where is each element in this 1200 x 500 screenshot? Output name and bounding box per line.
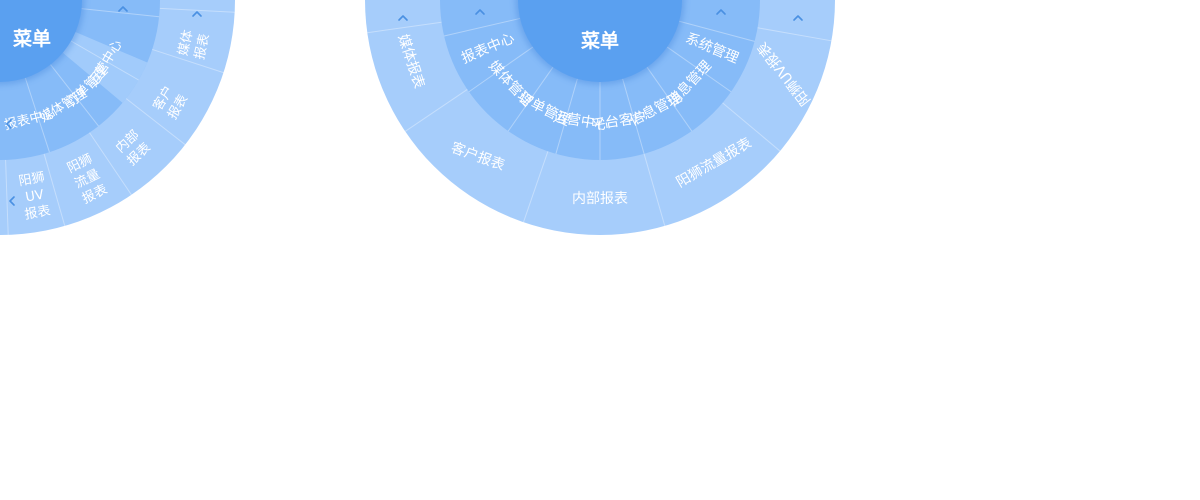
chevron-left-icon[interactable]	[9, 196, 15, 206]
segment-divider	[152, 48, 224, 74]
outer-item[interactable]: 媒体报表	[176, 29, 213, 62]
center-title-right: 菜单	[580, 29, 619, 52]
segment-divider	[70, 40, 139, 81]
chevron-left-icon[interactable]	[6, 119, 12, 129]
segment-divider	[24, 77, 50, 153]
chevron-up-icon[interactable]	[716, 9, 726, 15]
segment-divider	[523, 151, 549, 223]
segment-divider	[367, 21, 442, 34]
segment-divider	[5, 159, 9, 235]
segment-divider	[404, 89, 468, 132]
segment-divider	[757, 27, 832, 42]
segment-divider	[443, 17, 521, 37]
chevron-up-icon[interactable]	[475, 9, 485, 15]
highlight-segment-operations[interactable]	[62, 32, 148, 103]
segment-divider	[507, 66, 554, 132]
segment-divider	[555, 78, 578, 154]
segment-divider	[643, 153, 666, 227]
segment-divider	[89, 132, 132, 196]
outer-item[interactable]: 内部报表	[572, 191, 628, 207]
chevron-up-icon[interactable]	[793, 15, 803, 21]
segment-divider	[43, 153, 66, 227]
segment-divider	[125, 98, 186, 146]
center-disc-left[interactable]	[0, 0, 82, 82]
segment-divider	[679, 20, 755, 42]
segment-divider	[159, 7, 235, 13]
outer-item[interactable]: 阳狮UV报表	[18, 170, 52, 223]
segment-divider	[666, 46, 732, 93]
chevron-up-icon[interactable]	[398, 15, 408, 21]
center-title-left: 菜单	[12, 27, 51, 50]
outer-item[interactable]: 阳狮流量报表	[65, 152, 110, 207]
segment-divider	[50, 64, 99, 127]
segment-divider	[81, 8, 160, 18]
segment-divider	[468, 46, 534, 93]
radial-menu-left: 菜单 运营中心订单管理媒体管理报表中心媒体报表客户报表内部报表阳狮流量报表阳狮U…	[0, 0, 235, 235]
chevron-up-icon[interactable]	[118, 6, 128, 12]
radial-menu-right: 菜单 报表中心媒体管理订单管理运营中心平台客户信息管理消息管理系统管理媒体报表客…	[365, 0, 835, 235]
segment-divider	[646, 66, 693, 132]
segment-divider	[622, 78, 645, 154]
segment-divider	[722, 102, 781, 152]
center-disc-right[interactable]	[518, 0, 682, 82]
chevron-up-icon[interactable]	[192, 11, 202, 17]
